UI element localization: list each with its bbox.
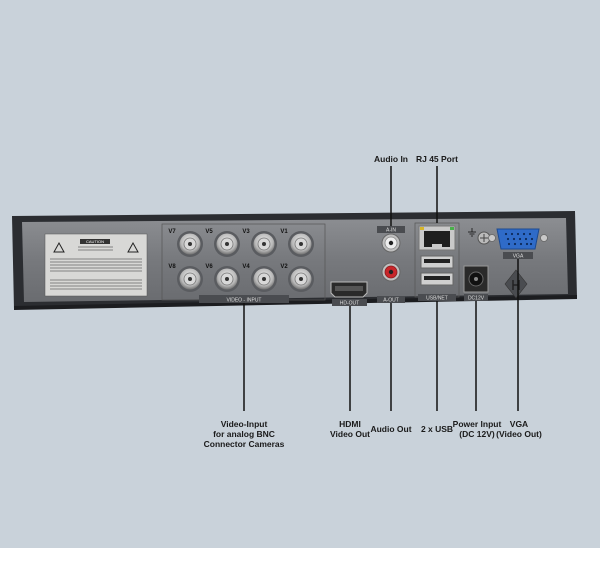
a-out-port-label: A-OUT: [383, 298, 399, 304]
port-label-v1: V1: [280, 229, 288, 235]
a-in-label-bar: [377, 226, 405, 233]
rj45-led-yellow: [420, 227, 424, 230]
callout-vga-video-out: VGA (Video Out): [496, 419, 542, 439]
bnc-connector-v4: [251, 266, 277, 292]
bnc-connector-v2: [288, 266, 314, 292]
bnc-connector-v6: [214, 266, 240, 292]
port-label-v5: V5: [205, 229, 213, 235]
hd-out-port-label: HD-OUT: [340, 301, 359, 307]
usb-net-port-label: USB/NET: [426, 296, 448, 302]
hd-out-label-bar: [332, 299, 367, 306]
caution-title-bar: [80, 239, 110, 244]
a-out-label-bar: [377, 296, 405, 303]
lightning-triangle-icon: [127, 241, 139, 253]
callout-leader-lines: [243, 166, 519, 411]
hdmi-port: HD-OUT: [330, 281, 368, 307]
callout-usb: 2 x USB: [420, 424, 454, 434]
caution-title: CAUTION: [86, 239, 104, 244]
callout-audio-in: Audio In: [374, 154, 408, 164]
bnc-connector-v3: [251, 231, 277, 257]
usb-net-label-bar: [418, 294, 456, 301]
bnc-connector-v5: [214, 231, 240, 257]
audio-out-rca-jack: [381, 262, 401, 282]
vga-connector: [496, 228, 540, 250]
vga-pins: [504, 232, 534, 246]
ground-icon: [468, 228, 476, 237]
dc12v-port-label: DC12V: [468, 296, 485, 302]
port-label-v8: V8: [168, 264, 176, 270]
audio-in-rca-jack: [381, 233, 401, 253]
rj45-ethernet-port: [418, 225, 456, 251]
caution-label: CAUTION: [44, 233, 148, 297]
dc12v-label-bar: [464, 294, 488, 301]
port-label-v6: V6: [205, 264, 213, 270]
vga-port: VGA: [488, 228, 548, 260]
usb-port-bottom: [420, 272, 454, 286]
power-jack-pin: [474, 277, 478, 281]
callout-hdmi-video-out: HDMI Video Out: [330, 419, 370, 439]
network-usb-group: USB/NET: [414, 222, 460, 302]
vga-screw-left-icon: [488, 234, 496, 242]
usb-port-top: [420, 255, 454, 269]
bnc-connector-v1: [288, 231, 314, 257]
hdmi-connector-slot: [335, 286, 363, 291]
port-label-v3: V3: [242, 229, 250, 235]
video-input-group: VIDEO - INPUT V7 V5 V3 V1 V8 V6 V4 V2: [161, 223, 326, 304]
rj45-led-green: [450, 227, 454, 230]
callout-rj45-port: RJ 45 Port: [415, 154, 459, 164]
warning-triangle-icon: [53, 241, 65, 253]
caution-text-lines: [50, 246, 142, 290]
vga-label-bar: [503, 252, 533, 259]
port-label-v7: V7: [168, 229, 176, 235]
vga-screw-right-icon: [540, 234, 548, 242]
callout-audio-out: Audio Out: [370, 424, 412, 434]
port-label-v2: V2: [280, 264, 288, 270]
video-input-port-label: VIDEO - INPUT: [226, 298, 261, 304]
bottom-strip: [0, 548, 600, 557]
a-in-port-label: A-IN: [386, 228, 396, 234]
bnc-connector-v7: [177, 231, 203, 257]
audio-ports: A-IN A-OUT: [377, 226, 405, 304]
video-input-label-bar: [199, 295, 289, 303]
bnc-connector-v8: [177, 266, 203, 292]
vga-port-label: VGA: [513, 254, 524, 260]
callout-power-input: Power Input (DC 12V): [452, 419, 502, 439]
ground-terminal: [468, 228, 491, 245]
dc12v-power-port: DC12V: [463, 265, 489, 302]
callout-video-input: Video-Input for analog BNC Connector Cam…: [203, 419, 285, 449]
port-label-v4: V4: [242, 264, 250, 270]
